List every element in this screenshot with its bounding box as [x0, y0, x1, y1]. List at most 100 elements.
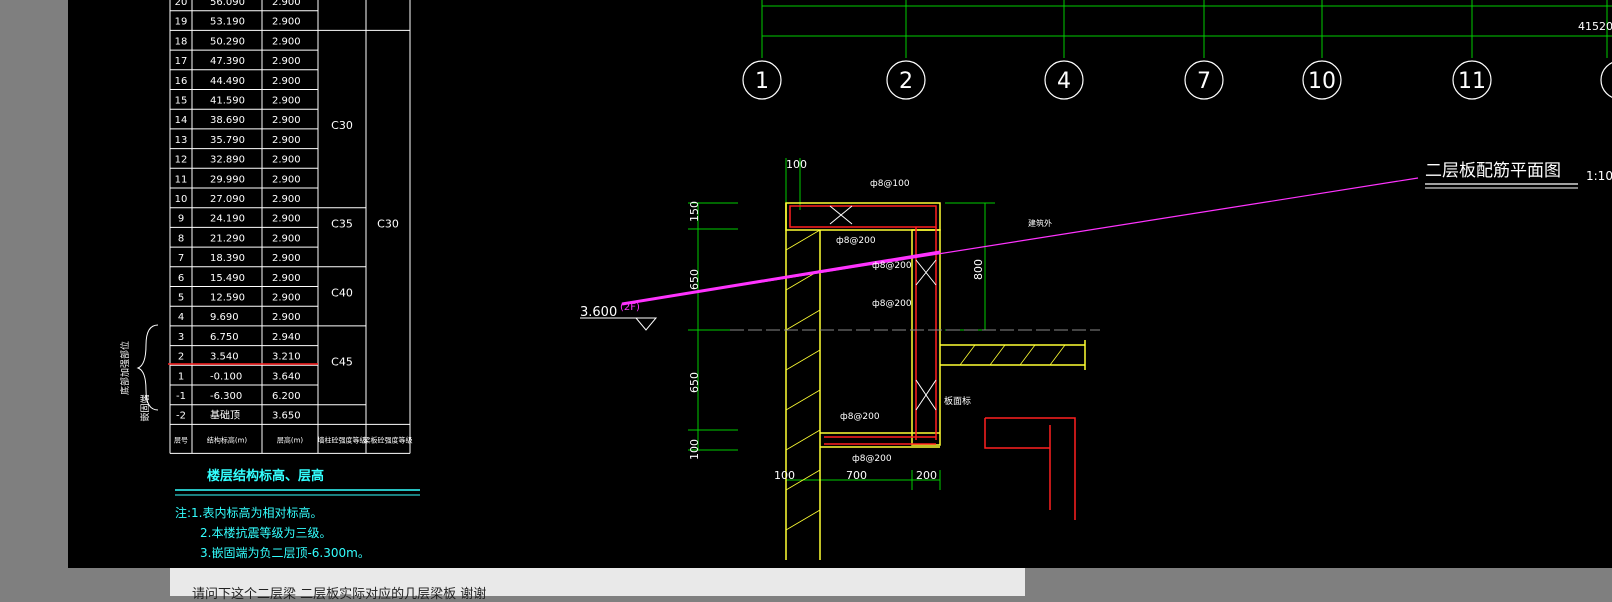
axis-grid [761, 0, 1612, 58]
dim-100b: 100 [688, 439, 701, 460]
grade-label-col1: C45 [331, 355, 353, 368]
section-rebar [789, 205, 1076, 520]
brace-label-2: 嵌固端 [139, 394, 151, 421]
rebar-4: ф8@200 [872, 299, 912, 309]
table-cell-height: 2.900 [272, 233, 301, 244]
table-cell-height: 2.900 [272, 293, 301, 304]
table-cell-height: 6.200 [272, 391, 301, 402]
dim-150: 150 [688, 201, 701, 222]
table-header: 层高(m) [277, 435, 304, 444]
table-cell-elevation: 44.490 [210, 76, 245, 87]
axis-dimension: 41520 [1578, 20, 1612, 33]
table-cell-height: 2.900 [272, 56, 301, 67]
elevation-note: (2F) [620, 302, 640, 313]
side-label: 板面标 [944, 395, 971, 407]
rebar-6: ф8@200 [852, 454, 892, 464]
table-cell-elevation: 50.290 [210, 36, 245, 47]
table-cell-height: 2.940 [272, 332, 301, 343]
table-cell-floor: -1 [176, 391, 186, 402]
axis-label-11: 11 [1458, 69, 1486, 94]
table-cell-elevation: -0.100 [210, 371, 242, 382]
table-cell-height: 2.900 [272, 273, 301, 284]
table-cell-floor: 5 [178, 293, 184, 304]
table-cell-floor: 11 [175, 174, 188, 185]
post-content-panel [170, 568, 1025, 596]
axis-label-4: 4 [1057, 69, 1071, 94]
brace-label-1: 底部加强部位 [119, 341, 131, 395]
table-cell-floor: 3 [178, 332, 184, 343]
axis-bubbles [742, 60, 1612, 100]
axis-label-2: 2 [899, 69, 913, 94]
table-cell-floor: 4 [178, 312, 184, 323]
table-cell-height: 2.900 [272, 96, 301, 107]
cad-drawing-left [68, 0, 918, 568]
table-cell-height: 2.900 [272, 0, 301, 8]
table-cell-elevation: 12.590 [210, 293, 245, 304]
table-cell-elevation: -6.300 [210, 391, 242, 402]
table-cell-elevation: 32.890 [210, 155, 245, 166]
axis-labels: 1 2 4 7 10 11 1 [755, 69, 1486, 94]
table-cell-floor: 9 [178, 214, 184, 225]
plan-scale: 1:100 [1586, 169, 1612, 183]
dim-top-100: 100 [786, 158, 807, 171]
table-cell-floor: 12 [175, 155, 188, 166]
table-cell-height: 2.900 [272, 214, 301, 225]
leader-line-bold [621, 250, 941, 306]
table-cell-floor: 10 [175, 194, 188, 205]
table-cell-height: 2.900 [272, 253, 301, 264]
elevation-label: 3.600 [580, 305, 617, 320]
table-cell-elevation: 38.690 [210, 115, 245, 126]
table-cell-height: 2.900 [272, 36, 301, 47]
table-cell-elevation: 56.090 [210, 0, 245, 8]
dim-700: 700 [846, 469, 867, 482]
dim-800: 800 [972, 259, 985, 280]
wall-hatch [785, 229, 1066, 531]
table-cell-floor: 6 [178, 273, 184, 284]
rebar-5: ф8@200 [840, 412, 880, 422]
table-cell-floor: 17 [175, 56, 188, 67]
table-header: 层号 [174, 436, 188, 444]
grade-label-col1: C40 [331, 286, 353, 299]
table-cell-height: 3.650 [272, 411, 301, 422]
dim-650b: 650 [688, 372, 701, 393]
grade-label-col1: C30 [331, 119, 353, 132]
grade-label-col1: C35 [331, 217, 353, 230]
table-cell-height: 2.900 [272, 174, 301, 185]
table-cell-height: 2.900 [272, 312, 301, 323]
table-cell-height: 2.900 [272, 194, 301, 205]
grade-label-col2: C30 [377, 217, 399, 230]
axis-label-1: 1 [755, 69, 769, 94]
table-cell-floor: 20 [175, 0, 188, 8]
table-cell-elevation: 3.540 [210, 352, 239, 363]
table-cell-elevation: 9.690 [210, 312, 239, 323]
small-label: 建筑外 [1028, 218, 1052, 228]
dim-200: 200 [916, 469, 937, 482]
table-cell-floor: 16 [175, 76, 188, 87]
dim-650a: 650 [688, 269, 701, 290]
table-title: 楼层结构标高、层高 [207, 468, 324, 484]
table-cell-floor: 8 [178, 233, 184, 244]
table-cell-floor: 18 [175, 36, 188, 47]
rebar-1: ф8@100 [870, 179, 910, 189]
table-cell-elevation: 27.090 [210, 194, 245, 205]
table-cell-floor: 1 [178, 371, 184, 382]
rebar-3: ф8@200 [872, 261, 912, 271]
table-cell-elevation: 41.590 [210, 96, 245, 107]
table-cell-height: 2.900 [272, 115, 301, 126]
table-cell-elevation: 15.490 [210, 273, 245, 284]
table-cell-elevation: 29.990 [210, 174, 245, 185]
axis-label-7: 7 [1197, 69, 1211, 94]
table-cell-height: 3.640 [272, 371, 301, 382]
table-header: 墙柱砼强度等级 [318, 435, 367, 444]
floor-table [169, 0, 411, 454]
note-2: 2.本楼抗震等级为三级。 [200, 525, 331, 540]
rebar-2: ф8@200 [836, 236, 876, 246]
note-3: 3.嵌固端为负二层顶-6.300m。 [200, 546, 370, 560]
table-cell-elevation: 18.390 [210, 253, 245, 264]
table-cell-floor: 19 [175, 17, 188, 28]
table-cell-elevation: 6.750 [210, 332, 239, 343]
table-cell-elevation: 35.790 [210, 135, 245, 146]
table-cell-elevation: 基础顶 [210, 409, 240, 422]
table-cell-height: 3.210 [272, 352, 301, 363]
